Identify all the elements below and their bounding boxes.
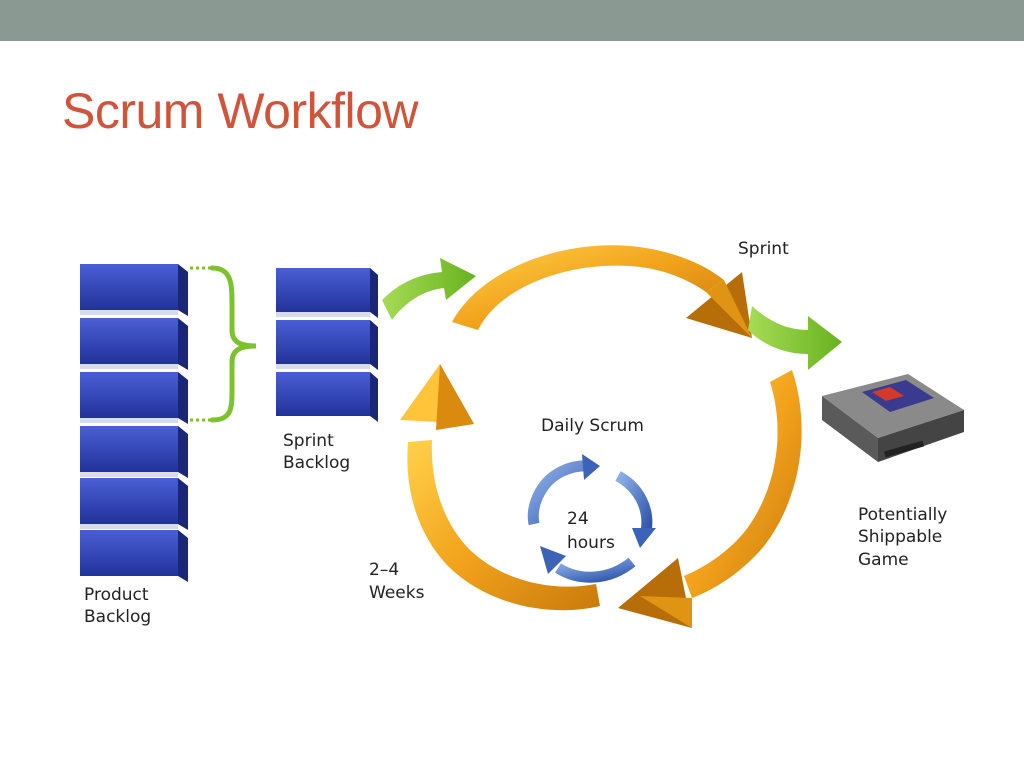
cycle-arrow-icon: [452, 245, 752, 338]
flow-arrow-icon: [382, 258, 476, 320]
sprint-label: Sprint: [738, 239, 789, 259]
product-backlog-stack: [80, 264, 188, 582]
weeks-label: 2–4 Weeks: [369, 560, 425, 603]
daily-scrum-label: Daily Scrum: [541, 416, 644, 436]
sprint-cycle: [400, 245, 802, 628]
flow-arrow-icon: [748, 306, 842, 370]
backlog-block-icon: [80, 530, 188, 582]
backlog-block-icon: [276, 268, 378, 318]
game-cartridge-icon: [822, 374, 964, 462]
cycle-arrow-icon: [400, 364, 600, 611]
backlog-block-icon: [80, 478, 188, 530]
product-backlog-label: Product Backlog: [84, 585, 154, 627]
slide-title: Scrum Workflow: [62, 83, 419, 139]
backlog-block-icon: [276, 372, 378, 422]
sprint-backlog-stack: [276, 268, 378, 422]
daily-cycle-icon: [527, 454, 656, 583]
backlog-block-icon: [80, 264, 188, 316]
backlog-block-icon: [80, 372, 188, 424]
brace-icon: [190, 265, 257, 423]
backlog-block-icon: [80, 318, 188, 370]
backlog-block-icon: [276, 320, 378, 370]
backlog-block-icon: [80, 426, 188, 478]
output-label: Potentially Shippable Game: [858, 505, 953, 570]
cycle-arrow-icon: [618, 370, 802, 628]
sprint-backlog-label: Sprint Backlog: [283, 431, 350, 473]
hours-label: 24 hours: [567, 509, 615, 553]
top-band: [0, 0, 1024, 41]
